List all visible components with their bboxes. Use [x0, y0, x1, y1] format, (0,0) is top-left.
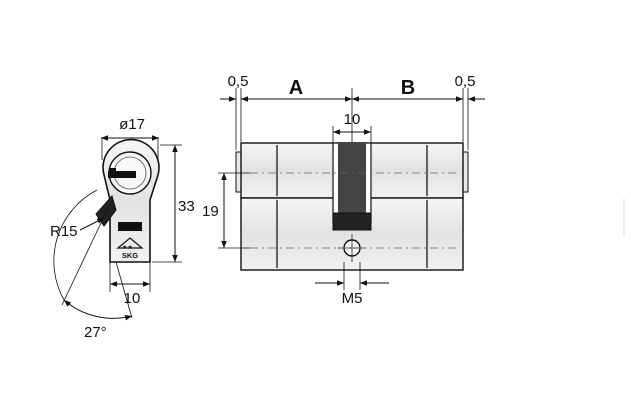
cam — [338, 143, 366, 213]
left-end-cap — [235, 151, 242, 193]
front-view: ABUS ★★ SKG ø17 33 10 R15 27° — [50, 116, 195, 341]
angle-ray-1 — [61, 203, 111, 306]
length-b-label: B — [401, 77, 415, 99]
keyway-notch — [110, 168, 116, 172]
diameter-label: ø17 — [119, 116, 145, 133]
angle-arc — [63, 299, 133, 321]
right-gap-label: 0,5 — [455, 73, 476, 90]
screw-label: M5 — [342, 290, 363, 307]
rotation-arc-guide — [53, 189, 98, 301]
star-icon: ★★ — [122, 244, 133, 251]
keyway-slot — [108, 171, 136, 178]
radius-label: R15 — [50, 223, 78, 240]
body-height-label: 19 — [202, 203, 219, 220]
left-gap-label: 0,5 — [228, 73, 249, 90]
abus-logo-text: ABUS — [119, 223, 140, 232]
angle-label: 27° — [84, 324, 107, 341]
radius-leader-line — [79, 217, 105, 231]
length-a-label: A — [289, 77, 303, 99]
slot-width-label: 10 — [344, 111, 361, 128]
skg-mark: ★★ SKG — [116, 237, 144, 260]
cam-tip — [332, 212, 372, 231]
right-end-cap — [462, 151, 469, 193]
skg-text: SKG — [122, 251, 138, 260]
abus-logo: ABUS — [118, 222, 142, 232]
side-view: 0,5 A B 0,5 10 19 M5 — [202, 73, 485, 307]
height-label: 33 — [178, 198, 195, 215]
